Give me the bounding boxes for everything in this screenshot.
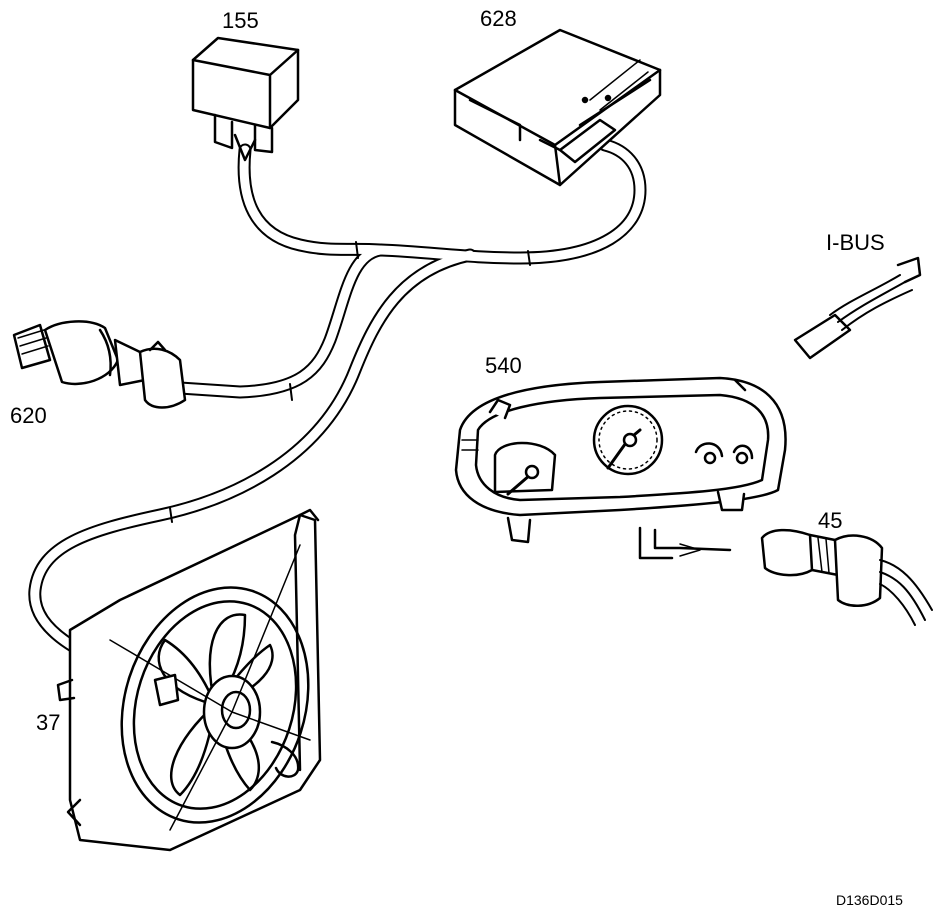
control-module-628 [453, 28, 662, 187]
label-ibus: I-BUS [826, 230, 885, 255]
label-temp-sensor: 45 [818, 508, 843, 533]
instrument-cluster-540 [454, 376, 787, 544]
fan-37 [56, 508, 322, 852]
relay-155 [191, 36, 300, 162]
temp-sensor-45 [760, 528, 933, 626]
label-instrument-cluster: 540 [485, 353, 522, 378]
ibus-connector [793, 256, 922, 360]
label-fan: 37 [36, 710, 61, 735]
wiring-harness [28, 138, 647, 697]
label-speed-sensor: 620 [10, 403, 47, 428]
label-control-module: 628 [480, 6, 517, 31]
drawing-reference: D136D015 [836, 892, 903, 908]
cluster-pigtail [638, 526, 732, 560]
speed-sensor-620 [12, 320, 187, 409]
label-relay: 155 [222, 8, 259, 33]
